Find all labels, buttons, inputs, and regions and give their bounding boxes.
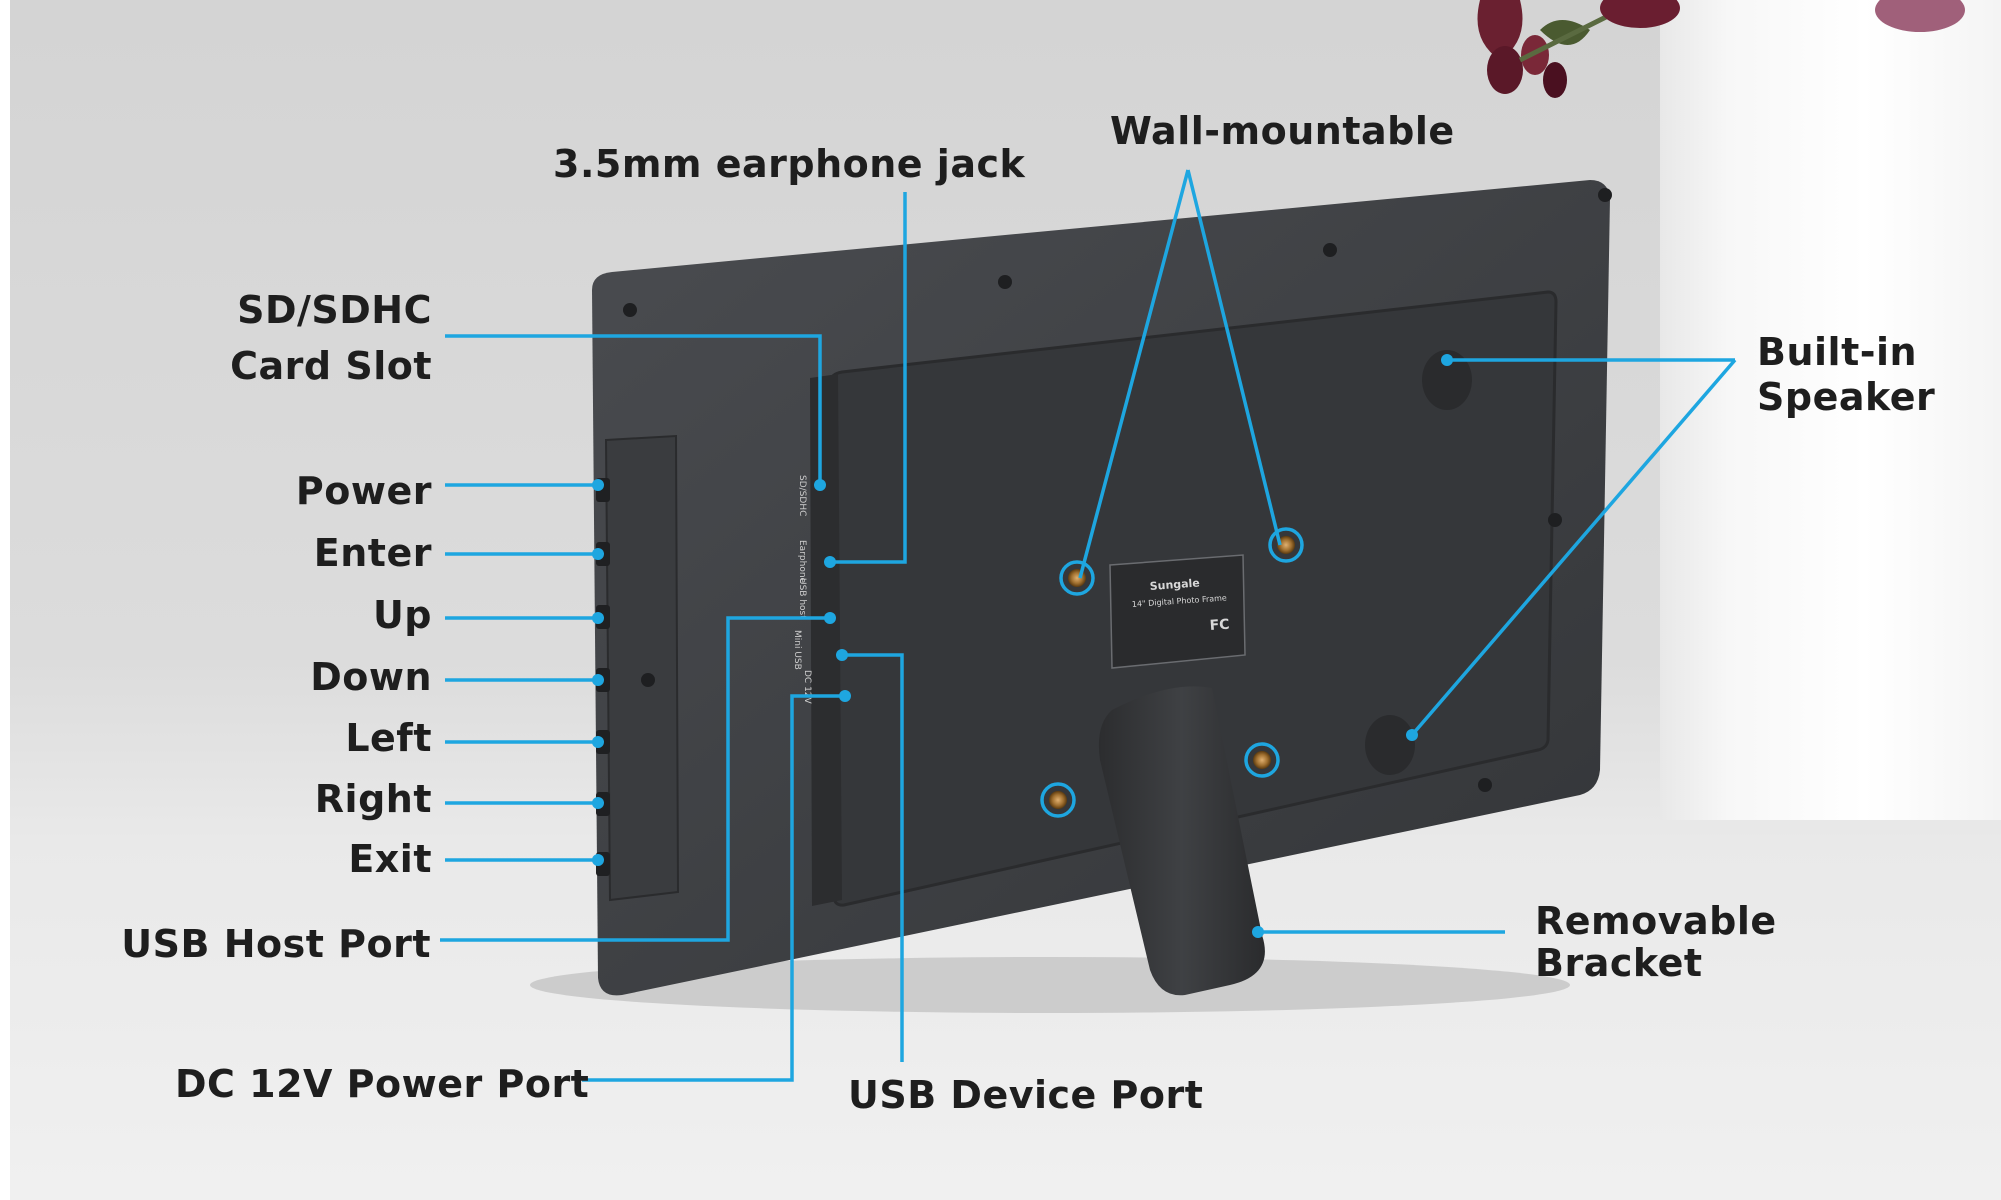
label-sd-card-slot: SD/SDHC Card Slot xyxy=(230,282,432,394)
label-speaker-line1: Built-in xyxy=(1757,330,1918,374)
label-built-in-speaker: Built-in Speaker xyxy=(1757,330,1935,420)
label-sd-line1: SD/SDHC xyxy=(237,288,432,332)
label-usb-host-port: USB Host Port xyxy=(121,922,431,966)
port-print-usb-host: USB host xyxy=(797,578,807,619)
callout-rings xyxy=(1040,527,1304,818)
callout-lines xyxy=(440,169,1737,1082)
callout-dots xyxy=(592,354,1453,938)
label-left: Left xyxy=(345,716,432,760)
sticker-fc: FC xyxy=(1209,617,1230,634)
port-strip xyxy=(810,374,842,906)
label-right: Right xyxy=(314,777,432,821)
port-print-dc: DC 12V xyxy=(802,670,812,705)
border-holes xyxy=(623,188,1612,792)
removable-bracket xyxy=(1098,686,1265,996)
label-usb-device-port: USB Device Port xyxy=(848,1073,1204,1117)
label-speaker-line2: Speaker xyxy=(1757,375,1936,419)
label-down: Down xyxy=(310,655,432,699)
port-prints: SD/SDHC Earphone USB host Mini USB DC 12… xyxy=(792,475,812,705)
label-exit: Exit xyxy=(348,837,432,881)
frame-shadow xyxy=(530,957,1570,1013)
white-cube xyxy=(1660,0,2001,820)
label-wall-mountable: Wall-mountable xyxy=(1110,109,1455,153)
product-sticker: Sungale 14" Digital Photo Frame FC xyxy=(1109,554,1246,669)
port-print-mini-usb: Mini USB xyxy=(792,630,802,670)
label-dc-power-port: DC 12V Power Port xyxy=(175,1062,590,1106)
speaker-grill-bottom xyxy=(1365,715,1415,775)
wall-mount-screws xyxy=(1049,536,1295,809)
label-bracket-line1: Removable xyxy=(1535,899,1777,943)
label-power: Power xyxy=(295,469,432,513)
flower-decoration xyxy=(1477,0,1965,98)
button-strip xyxy=(604,434,680,902)
label-sd-line2: Card Slot xyxy=(230,344,432,388)
speaker-grill-top xyxy=(1422,350,1472,410)
sticker-brand: Sungale xyxy=(1149,577,1200,593)
label-removable-bracket: Removable Bracket xyxy=(1535,900,1777,984)
port-print-earphone: Earphone xyxy=(797,540,807,584)
label-enter: Enter xyxy=(313,531,432,575)
port-print-sd: SD/SDHC xyxy=(797,475,807,516)
label-up: Up xyxy=(372,593,432,637)
label-bracket-line2: Bracket xyxy=(1535,941,1703,985)
label-earphone-jack: 3.5mm earphone jack xyxy=(553,142,1026,186)
